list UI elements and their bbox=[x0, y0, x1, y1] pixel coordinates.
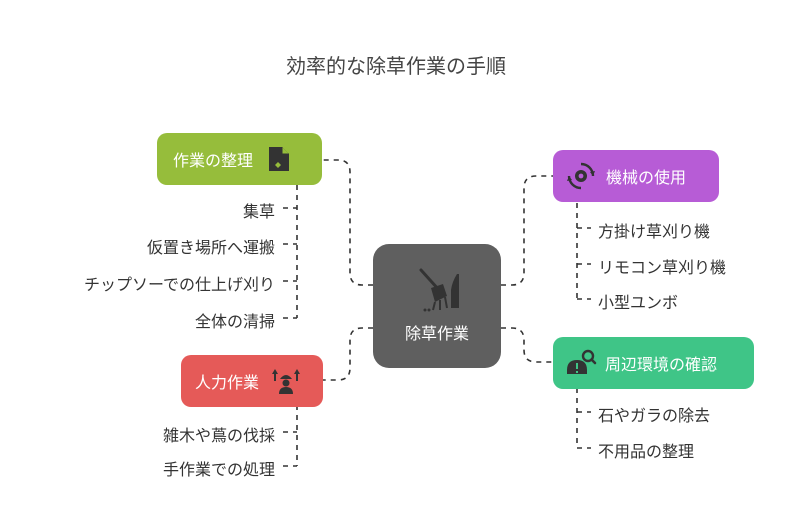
leaf-item: 集草 bbox=[242, 202, 275, 221]
connector-center-machine bbox=[501, 175, 553, 286]
worker-icon bbox=[271, 367, 301, 395]
leaf-item: 雑木や蔦の伐採 bbox=[162, 426, 275, 445]
broom-icon bbox=[413, 266, 461, 318]
node-manual-work[interactable]: 人力作業 bbox=[181, 355, 323, 407]
node-site-check[interactable]: 周辺環境の確認 bbox=[553, 337, 754, 389]
connector-center-manual bbox=[323, 327, 373, 381]
center-node[interactable]: 除草作業 bbox=[373, 244, 501, 368]
leaf-item: 手作業での処理 bbox=[162, 460, 275, 479]
node-label: 人力作業 bbox=[195, 373, 260, 392]
center-label: 除草作業 bbox=[404, 324, 469, 343]
leaf-item: 方掛け草刈り機 bbox=[598, 222, 711, 241]
node-label: 機械の使用 bbox=[606, 168, 687, 187]
diagram-title: 効率的な除草作業の手順 bbox=[286, 54, 506, 78]
leaf-item: 全体の清掃 bbox=[194, 312, 275, 331]
gear-cycle-icon bbox=[566, 161, 596, 191]
node-machine-use[interactable]: 機械の使用 bbox=[553, 150, 719, 202]
node-label: 作業の整理 bbox=[173, 151, 254, 170]
hazard-search-icon bbox=[565, 348, 597, 378]
document-icon bbox=[267, 145, 291, 173]
node-label: 周辺環境の確認 bbox=[605, 355, 718, 374]
leaf-item: 石やガラの除去 bbox=[598, 406, 711, 425]
leaf-item: 小型ユンボ bbox=[598, 293, 679, 312]
node-work-organization[interactable]: 作業の整理 bbox=[157, 133, 322, 185]
leaf-item: チップソーでの仕上げ刈り bbox=[83, 275, 275, 294]
leaf-item: 不用品の整理 bbox=[598, 442, 695, 461]
connector-center-site bbox=[501, 327, 553, 363]
leaf-item: 仮置き場所へ運搬 bbox=[146, 238, 275, 257]
leaf-item: リモコン草刈り機 bbox=[598, 258, 727, 277]
connector-center-prep bbox=[322, 159, 373, 286]
